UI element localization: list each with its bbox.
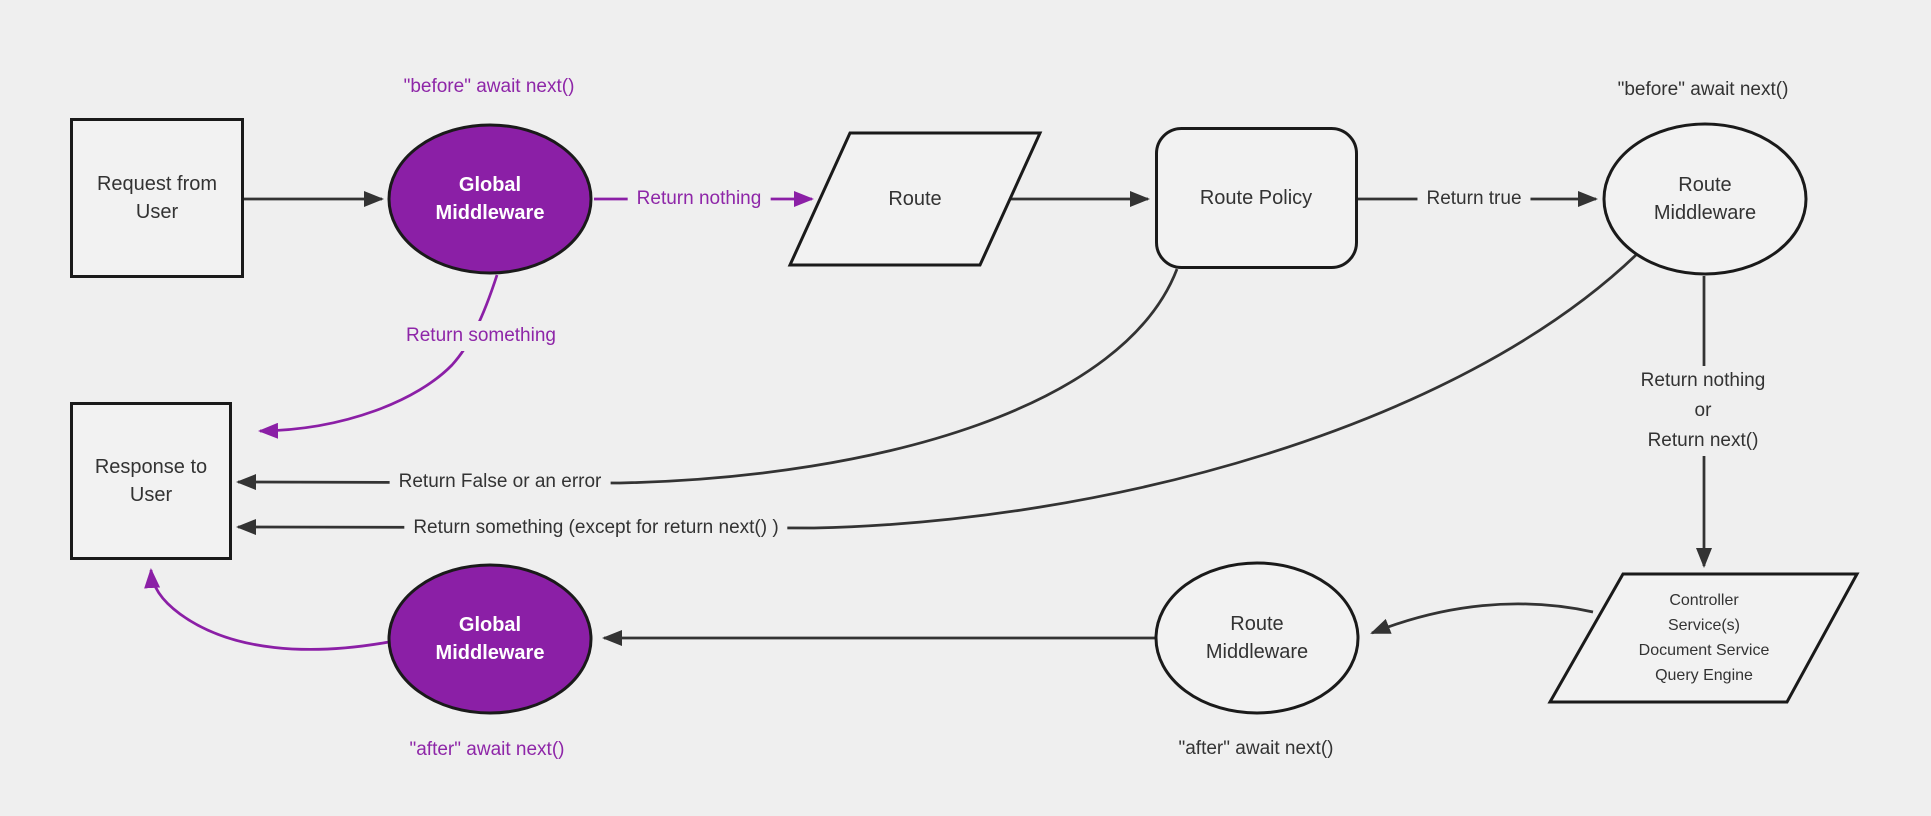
controller-node-shape bbox=[1547, 572, 1860, 704]
response-node-label: Response to User bbox=[94, 456, 208, 506]
return-false-or-error-label: Return False or an error bbox=[389, 467, 611, 497]
return-nothing-label: Return nothing bbox=[627, 184, 771, 214]
route-middleware-top-shape bbox=[1602, 122, 1808, 276]
route-middleware-bottom-label: Route Middleware bbox=[1205, 613, 1309, 663]
global-middleware-bottom-label: Global Middleware bbox=[435, 614, 545, 664]
route-policy-shape bbox=[1155, 127, 1358, 269]
before-await-global-label: "before" await next() bbox=[403, 76, 575, 97]
edge-global-bottom-to-response bbox=[144, 568, 390, 651]
global-middleware-top-label: Global Middleware bbox=[435, 174, 545, 224]
return-true-label: Return true bbox=[1417, 184, 1531, 214]
controller-node-label: Controller Service(s) Document Service Q… bbox=[1638, 592, 1770, 684]
route-middleware-top-label: Route Middleware bbox=[1653, 174, 1757, 224]
request-node-label: Request from User bbox=[96, 173, 218, 223]
global-middleware-bottom-shape bbox=[387, 563, 593, 715]
before-await-route-label: "before" await next() bbox=[1617, 79, 1789, 100]
edge-policy-to-response bbox=[236, 268, 1179, 491]
return-something-except-label: Return something (except for return next… bbox=[404, 513, 788, 543]
response-node-shape bbox=[70, 402, 232, 560]
route-middleware-bottom-shape bbox=[1154, 561, 1360, 715]
route-node-label: Route bbox=[888, 188, 942, 210]
route-node-shape bbox=[787, 131, 1043, 267]
return-nothing-or-next-label: Return nothing or Return next() bbox=[1631, 366, 1775, 456]
after-await-route-label: "after" await next() bbox=[1178, 738, 1334, 759]
route-policy-label: Route Policy bbox=[1199, 187, 1313, 209]
edge-routemw-to-response bbox=[236, 254, 1637, 536]
edge-global-to-response bbox=[258, 274, 499, 439]
request-node-shape bbox=[70, 118, 244, 278]
return-something-label: Return something bbox=[397, 321, 565, 351]
global-middleware-top-shape bbox=[387, 123, 593, 275]
after-await-global-label: "after" await next() bbox=[409, 739, 565, 760]
edge-controller-to-routemw-bottom bbox=[1370, 602, 1594, 635]
